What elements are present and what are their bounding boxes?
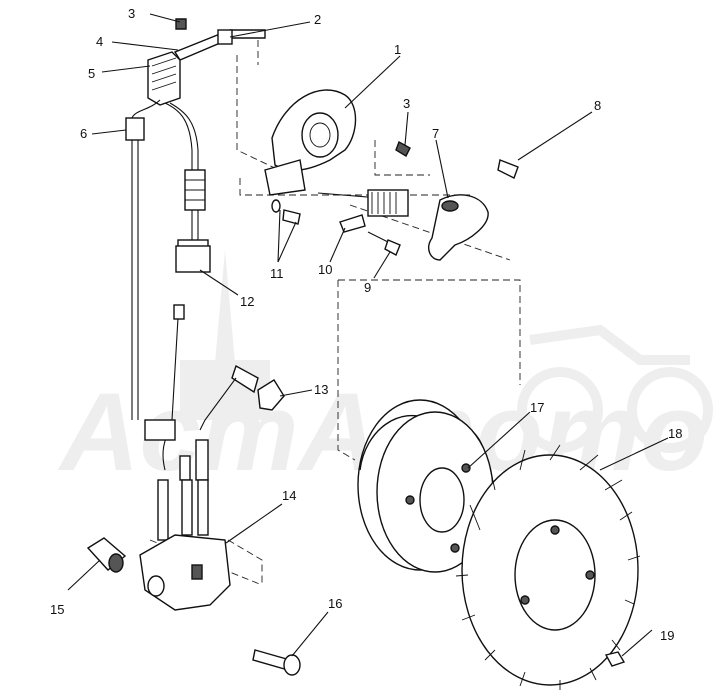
- callout-17: 17: [530, 400, 544, 415]
- callout-6: 6: [80, 126, 87, 141]
- part-regulator: [147, 51, 181, 106]
- part-connector-block: [175, 245, 211, 273]
- part-ignition-leads: [144, 304, 209, 481]
- callout-11: 11: [270, 266, 284, 281]
- part-bolt-top: [175, 18, 187, 30]
- callout-19: 19: [660, 628, 674, 643]
- leader-lines: [67, 13, 669, 657]
- part-screw-coil: [367, 231, 401, 256]
- part-flywheel: [357, 399, 494, 573]
- callout-labels: 3 2 4 5 1 3 8 6 7 10 9 11 12 13 17 18 14…: [50, 6, 682, 643]
- part-screw-right: [497, 159, 519, 179]
- part-screw-stator: [395, 140, 411, 157]
- callout-10: 10: [318, 262, 332, 277]
- callout-18: 18: [668, 426, 682, 441]
- part-bolt-bottom: [252, 649, 301, 676]
- part-connector: [125, 117, 145, 420]
- callout-8: 8: [594, 98, 601, 113]
- callout-3-mid: 3: [403, 96, 410, 111]
- callout-2: 2: [314, 12, 321, 27]
- callout-1: 1: [394, 42, 401, 57]
- part-screws-washers: [271, 199, 301, 225]
- part-bracket-bar: [173, 29, 266, 61]
- callout-12: 12: [240, 294, 254, 309]
- watermark-motorcycle-icon: [517, 324, 713, 453]
- part-stator-plate: [264, 89, 357, 196]
- part-spark-plug-cap: [199, 364, 285, 431]
- watermark-church-icon: [180, 250, 270, 420]
- part-cooling-fan: [455, 444, 641, 690]
- callout-15: 15: [50, 602, 64, 617]
- part-pulser-coil: [428, 194, 489, 261]
- callout-16: 16: [328, 596, 342, 611]
- part-rubber-plug: [86, 537, 127, 573]
- callout-7: 7: [432, 126, 439, 141]
- callout-9: 9: [364, 280, 371, 295]
- callout-13: 13: [314, 382, 328, 397]
- callout-3-top: 3: [128, 6, 135, 21]
- callout-5: 5: [88, 66, 95, 81]
- callout-14: 14: [282, 488, 296, 503]
- callout-4: 4: [96, 34, 103, 49]
- part-charge-coil: [317, 189, 409, 233]
- part-ignition-coil: [139, 479, 231, 611]
- part-screw-fan: [604, 651, 626, 667]
